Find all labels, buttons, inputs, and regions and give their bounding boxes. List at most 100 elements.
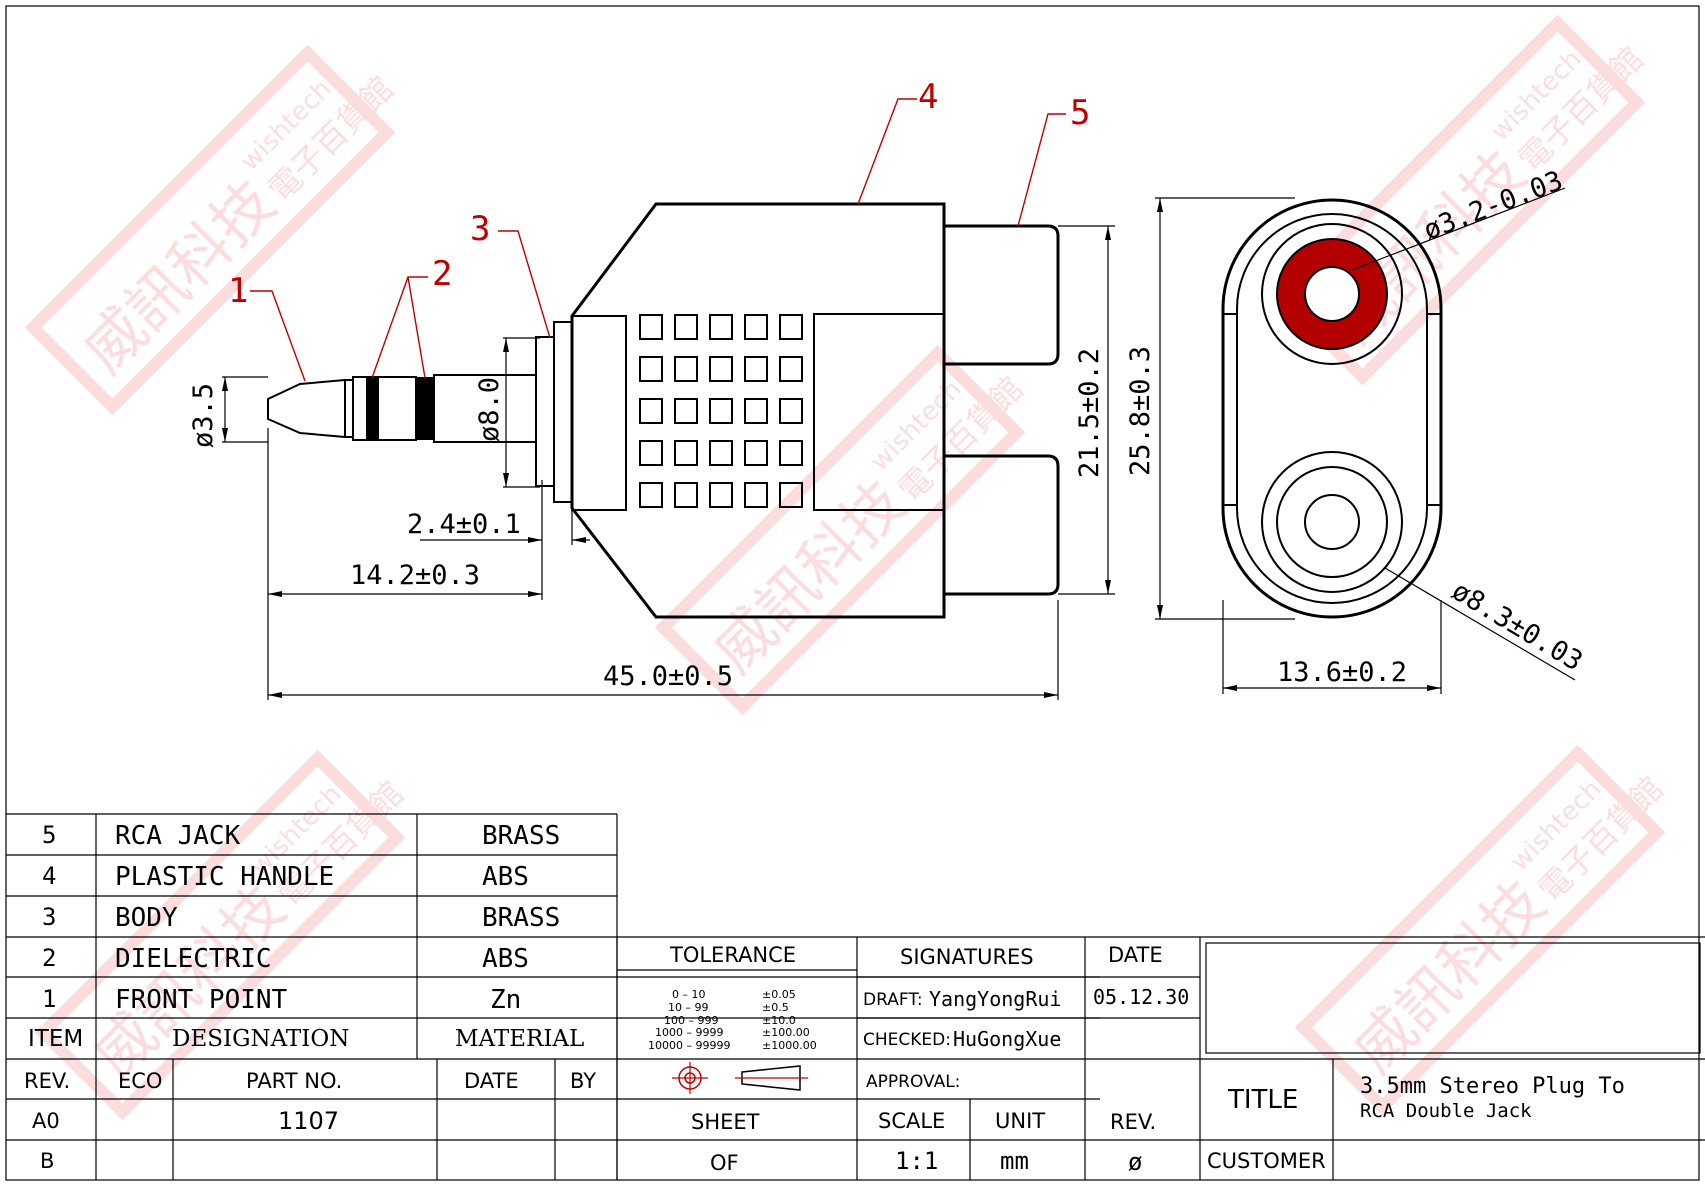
checked-label: CHECKED: — [863, 1030, 951, 1050]
revision-table: REV. ECO PART NO. DATE BY A0 1107 B — [24, 1059, 596, 1180]
bom-header-designation: DESIGNATION — [172, 1026, 349, 1052]
rev-row-rev: A0 — [32, 1109, 60, 1133]
jack-lower-mid — [1276, 466, 1388, 578]
tolerance-range: 10 – 99 — [668, 1001, 709, 1014]
handle-step — [813, 313, 945, 511]
bom-table: 5 RCA JACK BRASS 4 PLASTIC HANDLE ABS 3 … — [6, 813, 1705, 1180]
dim-total-len: 45.0±0.5 — [603, 661, 733, 692]
dimension-arrow — [1427, 685, 1441, 691]
rev-header-by: BY — [570, 1069, 596, 1093]
rev-header-date: DATE — [464, 1069, 519, 1093]
title-line-2: RCA Double Jack — [1360, 1100, 1532, 1122]
watermark: 威訊科技 wishtech 電子百貨館 — [24, 44, 401, 416]
title-block: TITLE 3.5mm Stereo Plug To RCA Double Ja… — [1205, 942, 1701, 1180]
bom-designation: PLASTIC HANDLE — [115, 862, 334, 892]
tolerance-range: 1000 – 9999 — [655, 1026, 723, 1039]
tolerance-value: ±0.5 — [762, 1001, 789, 1014]
dielectric-ring — [416, 377, 434, 440]
checked-name: HuGongXue — [953, 1027, 1061, 1051]
tolerance-range: 100 – 999 — [664, 1014, 718, 1027]
dimension-arrows — [222, 198, 1163, 698]
callout-5: 5 — [1070, 93, 1090, 133]
callout-leaders — [250, 98, 1066, 382]
rev-row-rev: B — [40, 1149, 54, 1173]
dim-jack-outer: ø8.3±0.03 — [1446, 575, 1587, 677]
tolerance-title: TOLERANCE — [669, 943, 796, 967]
sheet-label: SHEET — [691, 1110, 760, 1134]
draft-label: DRAFT: — [863, 990, 923, 1010]
callout-2: 2 — [432, 254, 452, 294]
side-view: ø3.5 ø8.0 2.4±0.1 14.2±0.3 45.0±0.5 21.5… — [188, 77, 1295, 700]
rev-value: ø — [1128, 1148, 1142, 1176]
bom-header-item: ITEM — [28, 1026, 83, 1052]
dim-plug-len: 14.2±0.3 — [350, 560, 480, 591]
watermark: 威訊科技 wishtech 電子百貨館 — [654, 344, 1031, 716]
plug-sleeve — [377, 376, 417, 441]
rev-row-part-no: 1107 — [278, 1107, 339, 1135]
bom-item: 5 — [42, 821, 56, 849]
handle-recess — [571, 315, 627, 511]
customer-label: CUSTOMER — [1207, 1149, 1326, 1173]
jack-lower-outer — [1261, 451, 1403, 593]
flange — [535, 336, 555, 487]
rev-label: REV. — [1110, 1110, 1156, 1134]
bom-designation: FRONT POINT — [115, 985, 288, 1015]
tolerance-range: 0 – 10 — [672, 988, 706, 1001]
signatures-block: SIGNATURES DATE DRAFT: YangYongRui 05.12… — [857, 937, 1201, 1180]
dim-body-dia: ø8.0 — [474, 377, 505, 442]
projection-symbol-icon — [672, 1062, 808, 1094]
bom-material: BRASS — [482, 903, 560, 933]
draft-name: YangYongRui — [929, 987, 1061, 1011]
of-label: OF — [710, 1151, 739, 1175]
bom-material: ABS — [482, 862, 529, 892]
bom-header-material: MATERIAL — [455, 1026, 584, 1052]
watermark: 威訊科技 wishtech 電子百貨館 — [34, 749, 411, 1121]
scale-label: SCALE — [878, 1109, 945, 1133]
unit-value: mm — [1000, 1147, 1029, 1175]
tolerance-block: TOLERANCE 0 – 10 10 – 99 100 – 999 1000 … — [616, 937, 858, 1180]
draft-date: 05.12.30 — [1093, 985, 1189, 1009]
bom-designation: DIELECTRIC — [115, 944, 272, 974]
tolerance-value: ±100.00 — [762, 1026, 810, 1039]
unit-label: UNIT — [995, 1109, 1045, 1133]
dimension-arrow — [1223, 685, 1237, 691]
bom-item: 1 — [42, 985, 56, 1013]
dim-flange: 2.4±0.1 — [407, 509, 521, 540]
sheet-border — [5, 5, 1700, 1181]
plug-tip — [267, 379, 346, 438]
jack-upper-pin — [1304, 266, 1360, 322]
dielectric-ring — [366, 377, 378, 440]
rev-header-eco: ECO — [118, 1069, 162, 1093]
callout-1: 1 — [228, 271, 248, 311]
bom-designation: BODY — [115, 903, 178, 933]
front-outline-inner — [1236, 212, 1428, 604]
tolerance-range: 10000 – 99999 — [648, 1039, 730, 1052]
dim-jack-spacing: 21.5±0.2 — [1074, 348, 1105, 478]
tolerance-value: ±1000.00 — [762, 1039, 817, 1052]
dim-width: 13.6±0.2 — [1277, 657, 1407, 688]
rev-header-rev: REV. — [24, 1069, 70, 1093]
grip-pattern — [639, 314, 803, 508]
jack-lower-pin — [1304, 494, 1360, 550]
jack-upper-outer — [1261, 223, 1403, 365]
bom-material: ABS — [482, 944, 529, 974]
tolerance-value: ±0.05 — [762, 988, 796, 1001]
tolerance-value: ±10.0 — [762, 1014, 796, 1027]
front-dimension-lines — [1222, 187, 1576, 694]
rca-jack-lower — [944, 454, 1060, 596]
bom-item: 4 — [42, 862, 56, 890]
signatures-title: SIGNATURES — [900, 945, 1034, 969]
rca-jack-upper — [944, 224, 1060, 366]
rev-header-part-no: PART NO. — [246, 1069, 342, 1093]
watermark: 威訊科技 wishtech 電子百貨館 — [1294, 744, 1671, 1116]
callout-3: 3 — [470, 209, 490, 249]
bom-designation: RCA JACK — [115, 821, 241, 851]
approval-label: APPROVAL: — [866, 1072, 960, 1092]
scale-value: 1:1 — [895, 1147, 938, 1175]
dim-height: 25.8±0.3 — [1125, 346, 1156, 476]
logo-area — [1205, 942, 1701, 1054]
title-label: TITLE — [1227, 1085, 1298, 1115]
bom-material: BRASS — [482, 821, 560, 851]
bom-item: 2 — [42, 944, 56, 972]
